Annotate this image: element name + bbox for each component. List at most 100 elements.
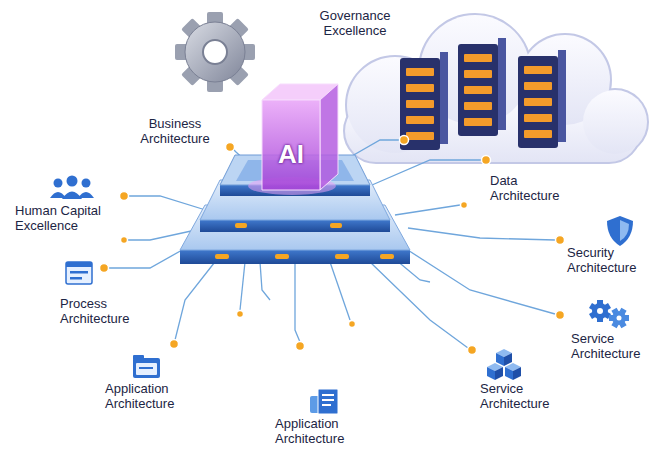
section-label: Service Architecture bbox=[480, 382, 580, 411]
section-label: Application Architecture bbox=[275, 417, 375, 446]
folder-back bbox=[133, 358, 160, 378]
chip-pin bbox=[380, 254, 394, 259]
wire-dot bbox=[121, 237, 128, 244]
document-line bbox=[322, 394, 334, 396]
circuit-wire bbox=[260, 262, 270, 300]
application-icon bbox=[310, 389, 338, 414]
section-label: Service Architecture bbox=[571, 332, 649, 361]
section-label: Business Architecture bbox=[125, 117, 225, 146]
circuit-wire bbox=[175, 258, 218, 340]
node-label: AI bbox=[262, 140, 320, 169]
window-bar bbox=[66, 262, 92, 267]
chip-pin bbox=[215, 254, 229, 259]
server-rack bbox=[458, 38, 506, 136]
cubes-icon bbox=[487, 349, 521, 380]
circuit-wire bbox=[240, 262, 245, 310]
cube-face bbox=[513, 367, 521, 380]
process-icon bbox=[66, 262, 92, 284]
gear-body bbox=[592, 303, 608, 319]
document-line bbox=[322, 404, 331, 406]
small-cube bbox=[505, 363, 521, 380]
small-cube bbox=[487, 363, 503, 380]
small-gear bbox=[609, 308, 629, 328]
circuit-wire bbox=[370, 262, 468, 348]
shield-highlight bbox=[620, 220, 629, 241]
chip-layer-side bbox=[180, 250, 410, 264]
chip-pin bbox=[330, 223, 342, 228]
wire-dot bbox=[556, 311, 565, 320]
shield-icon bbox=[607, 216, 633, 246]
wire-dot bbox=[400, 136, 409, 145]
application-icon bbox=[133, 355, 160, 378]
section-label: Security Architecture bbox=[567, 246, 649, 275]
cube-face bbox=[487, 367, 495, 380]
wire-dot bbox=[226, 143, 235, 152]
people-icon bbox=[50, 176, 94, 200]
chip-layer-side bbox=[200, 220, 390, 232]
small-gear bbox=[589, 300, 611, 322]
wire-dot bbox=[237, 311, 244, 318]
cube-face bbox=[262, 100, 320, 190]
cube-face bbox=[504, 353, 512, 366]
person-head bbox=[67, 176, 78, 187]
service-gears-icon bbox=[589, 300, 629, 328]
circuit-wire bbox=[395, 205, 460, 215]
wire-dot bbox=[482, 156, 491, 165]
gear-hole bbox=[617, 316, 622, 321]
wire-dot bbox=[468, 346, 477, 355]
person-body bbox=[78, 192, 94, 198]
cube-face bbox=[505, 367, 513, 380]
cube-face bbox=[496, 353, 504, 366]
gear-hole bbox=[203, 40, 227, 64]
chip-pin bbox=[275, 254, 289, 259]
circuit-wire bbox=[330, 262, 350, 320]
person-head bbox=[54, 179, 63, 188]
cloud-part bbox=[583, 90, 647, 154]
folder-tab bbox=[133, 355, 144, 360]
circuit-wire bbox=[128, 196, 212, 212]
cloud-outline bbox=[345, 15, 647, 162]
section-label: Data Architecture bbox=[490, 174, 585, 203]
window-line bbox=[70, 277, 82, 280]
chip-pin bbox=[235, 223, 247, 228]
wire-dot bbox=[296, 342, 305, 351]
document-line bbox=[322, 399, 334, 401]
server-rack bbox=[400, 52, 448, 150]
circuit-wire bbox=[408, 228, 555, 240]
cube-face bbox=[495, 367, 503, 380]
ai-cube: AI bbox=[258, 78, 344, 202]
cube-face bbox=[320, 84, 338, 190]
wire-dot bbox=[170, 340, 179, 349]
shield bbox=[607, 216, 633, 246]
chip-pin bbox=[335, 254, 349, 259]
server-rack bbox=[518, 50, 566, 148]
section-label: Human Capital Excellence bbox=[15, 204, 110, 233]
wire-dot bbox=[556, 236, 565, 245]
window-line bbox=[70, 271, 88, 274]
wire-dot bbox=[100, 264, 109, 273]
gear-icon bbox=[175, 12, 255, 92]
cloud bbox=[345, 15, 647, 162]
window-frame bbox=[66, 262, 92, 284]
small-cube bbox=[496, 349, 512, 366]
section-label: Application Architecture bbox=[105, 382, 205, 411]
circuit-wire bbox=[295, 262, 300, 342]
section-label: Process Architecture bbox=[60, 297, 155, 326]
circuit-wire bbox=[400, 245, 555, 314]
cloud-fill bbox=[345, 15, 647, 162]
folder-line bbox=[139, 367, 153, 369]
section-label: Governance Excellence bbox=[305, 9, 405, 38]
wire-dot bbox=[461, 202, 468, 209]
circuit-wire bbox=[372, 160, 482, 185]
gear-body bbox=[185, 22, 245, 82]
folder-front bbox=[136, 363, 157, 375]
gear-hole bbox=[597, 308, 603, 314]
cloud-part bbox=[583, 90, 647, 154]
chip-pins bbox=[215, 223, 394, 259]
document bbox=[318, 389, 338, 414]
wire-dot bbox=[120, 192, 129, 201]
person-head bbox=[82, 179, 91, 188]
